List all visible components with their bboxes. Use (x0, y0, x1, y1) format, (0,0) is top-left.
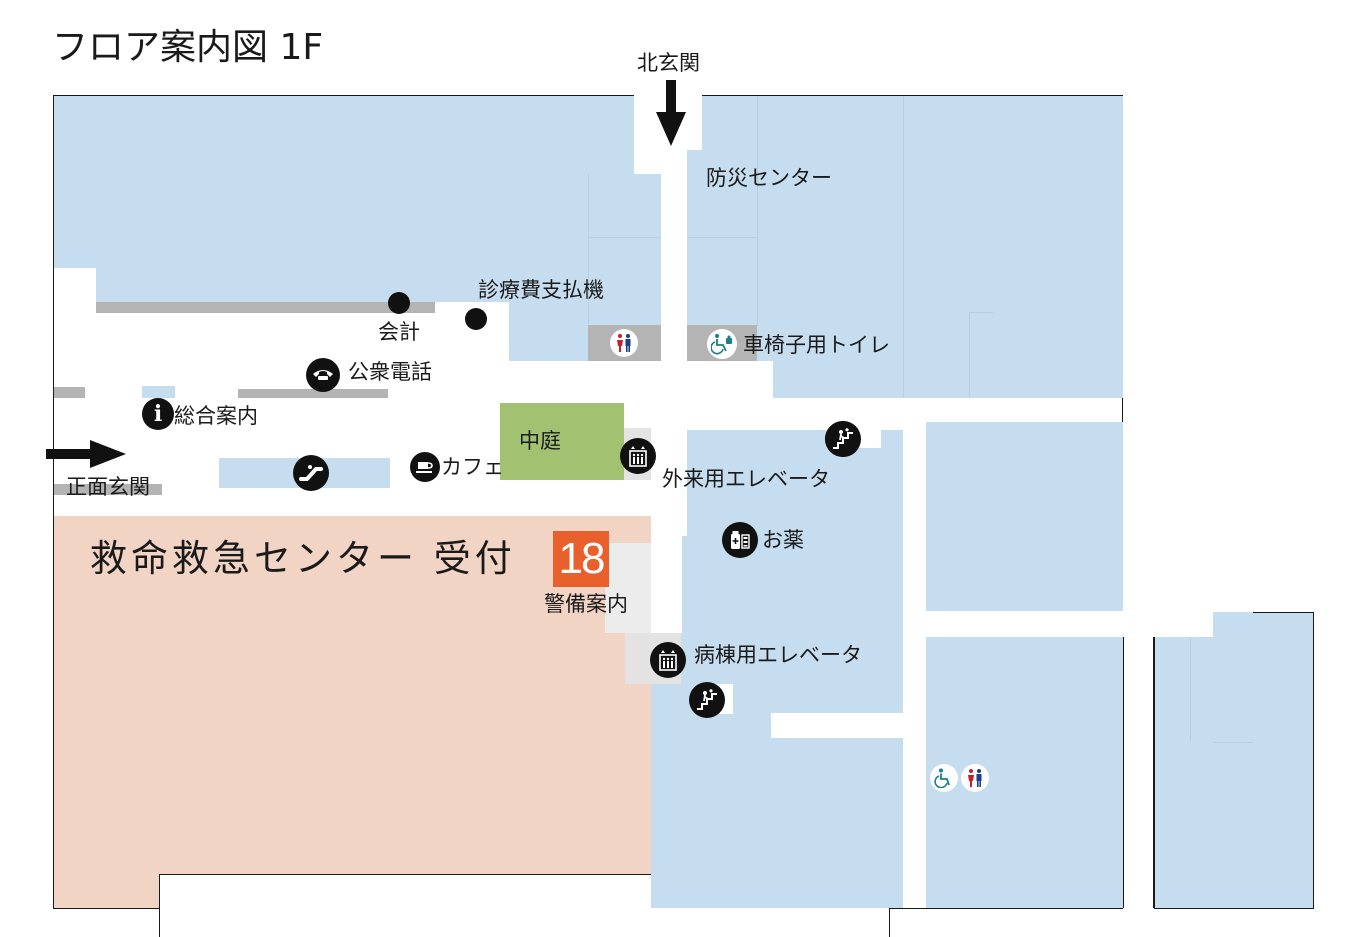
counter-phone (238, 389, 388, 398)
counter-cashier (96, 302, 435, 313)
room-small-strip (142, 386, 175, 398)
disaster-center-label: 防災センター (706, 166, 832, 190)
partition (1213, 742, 1253, 743)
phone-icon (306, 358, 340, 392)
payment-machine-dot-icon (465, 308, 487, 330)
room-south-east (651, 738, 903, 908)
partition (588, 237, 661, 238)
courtyard (500, 403, 624, 480)
reception-number-badge: 18 (553, 531, 609, 587)
arrow-icon (46, 440, 126, 468)
partition (969, 312, 993, 313)
elevator-icon (620, 438, 656, 474)
partition (969, 312, 970, 398)
restroom-icon (961, 764, 989, 792)
cafe-icon (410, 452, 440, 482)
public-phone-label: 公衆電話 (348, 360, 432, 384)
arrow-icon (656, 80, 686, 146)
wheelchair-icon (707, 329, 737, 359)
medicine-icon (722, 522, 758, 558)
wall-west-lower (54, 484, 162, 495)
partition (1190, 636, 1191, 742)
annex-outline (1154, 612, 1314, 909)
wheelchair-toilet-label: 車椅子用トイレ (743, 333, 890, 357)
pharmacy-label: お薬 (762, 528, 804, 552)
room-east-upper-right (926, 422, 1123, 611)
partition (687, 237, 757, 238)
room-northeast-lower (773, 361, 1123, 398)
security-desk-label: 警備案内 (544, 592, 628, 616)
escalator-icon (293, 455, 329, 491)
wheelchair-icon (930, 764, 958, 792)
corridor-north (661, 96, 687, 536)
corridor-east-horizontal (926, 611, 1213, 637)
wall-west (54, 387, 85, 398)
north-entrance-label: 北玄関 (637, 51, 700, 75)
corridor-annex-gap (1123, 637, 1154, 908)
page-title: フロア案内図 1F (52, 27, 324, 68)
courtyard-label: 中庭 (519, 429, 561, 453)
cashier-label: 会計 (378, 320, 420, 344)
room-north-strip (527, 96, 634, 162)
emergency-center-lower (54, 874, 159, 908)
room-east-lower-right (926, 637, 1123, 908)
room-northwest-lower (96, 268, 509, 302)
corridor-south-horizontal (771, 713, 903, 738)
room-disaster-center (687, 96, 1123, 361)
info-desk-label: 総合案内 (174, 404, 258, 428)
emergency-center-area (54, 516, 651, 874)
cafe-label: カフェ (441, 455, 504, 479)
emergency-center-label: 救命救急センター 受付 (90, 537, 516, 580)
restroom-icon (610, 329, 638, 357)
reception-number: 18 (558, 534, 606, 583)
info-icon: i (142, 398, 174, 430)
stairs-icon (689, 682, 725, 718)
security-desk-area (605, 543, 651, 633)
partition (757, 96, 758, 326)
outpatient-elevator-label: 外来用エレベータ (662, 467, 830, 491)
stairs-icon (825, 421, 861, 457)
elevator-icon (650, 642, 686, 678)
ward-elevator-label: 病棟用エレベータ (694, 643, 862, 667)
partition (903, 96, 904, 398)
corridor-east (903, 398, 926, 908)
payment-machine-label: 診療費支払機 (478, 278, 604, 302)
front-entrance-label: 正面玄関 (66, 475, 150, 499)
cashier-dot-icon (388, 292, 410, 314)
partition (588, 174, 589, 324)
